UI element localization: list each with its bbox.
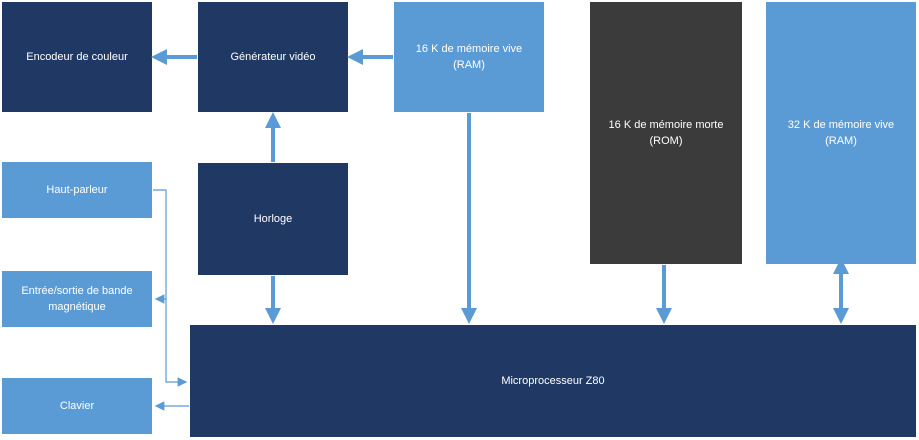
tape-io-label: Entrée/sortie de bande magnétique (21, 285, 133, 313)
video-generator-block: Générateur vidéo (198, 2, 348, 112)
z80-processor-block: Microprocesseur Z80 (190, 325, 916, 437)
color-encoder-label: Encodeur de couleur (26, 51, 128, 63)
tape-io-block: Entrée/sortie de bande magnétique (2, 271, 152, 327)
z80-processor-label: Microprocesseur Z80 (501, 375, 605, 387)
keyboard-block: Clavier (2, 378, 152, 434)
rom-16k-label: 16 K de mémoire morte (ROM) (608, 119, 724, 147)
ram-32k-label: 32 K de mémoire vive (RAM) (787, 119, 895, 147)
video-generator-label: Générateur vidéo (230, 51, 316, 63)
ram-16k-label: 16 K de mémoire vive (RAM) (415, 43, 523, 71)
ram-16k-block: 16 K de mémoire vive (RAM) (394, 2, 544, 112)
keyboard-label: Clavier (59, 400, 95, 412)
rom-16k-block: 16 K de mémoire morte (ROM) (590, 2, 742, 264)
color-encoder-block: Encodeur de couleur (2, 2, 152, 112)
line-speaker-to-cpu (153, 189, 188, 387)
speaker-label: Haut-parleur (46, 184, 108, 196)
clock-label: Horloge (253, 213, 293, 225)
ram-32k-block: 32 K de mémoire vive (RAM) (766, 2, 916, 264)
clock-block: Horloge (198, 163, 348, 275)
speaker-block: Haut-parleur (2, 162, 152, 218)
